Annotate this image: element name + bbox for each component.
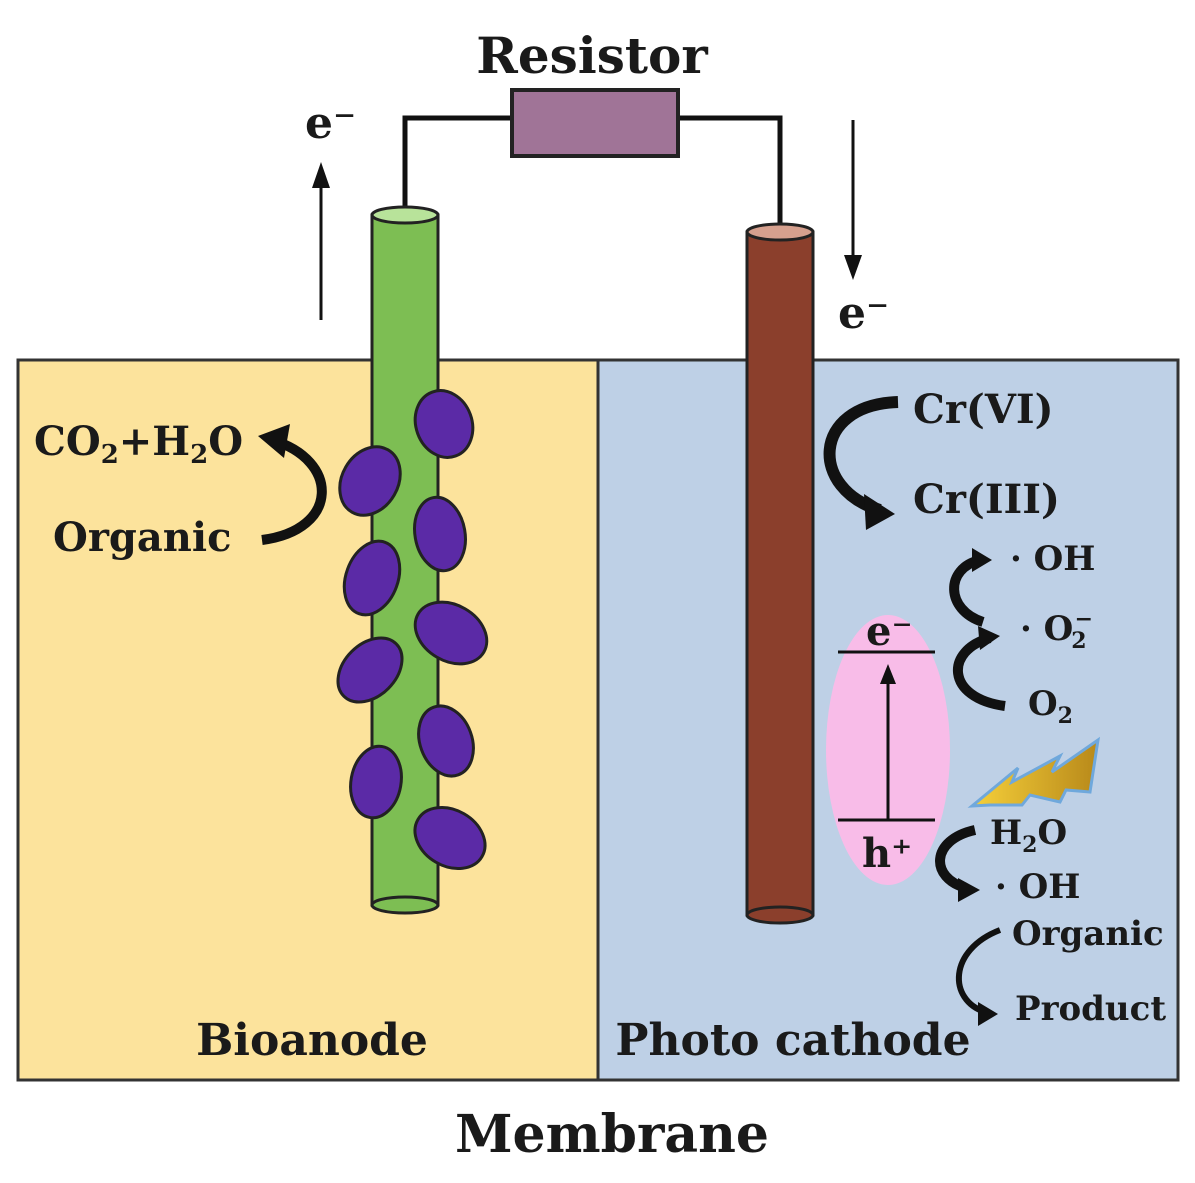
superoxide-to-hydroxyl-arrowhead	[972, 548, 992, 572]
resistor-label: Resistor	[476, 26, 708, 85]
membrane-label: Membrane	[455, 1104, 769, 1165]
anode-reaction-arrow	[261, 435, 327, 545]
bacterium	[342, 539, 402, 617]
anode-product-label: CO2+H2O	[34, 418, 243, 470]
circuit-wire-right	[678, 115, 783, 232]
electron-top-left-label: e⁻	[305, 98, 356, 149]
oxygen-to-superoxide-arrowhead	[978, 626, 1000, 650]
water-oxidation-arrowhead	[958, 878, 980, 902]
electron-down-arrowhead	[844, 255, 862, 280]
cathode-rod	[745, 230, 815, 917]
photo-cathode-label: Photo cathode	[615, 1015, 970, 1066]
anode-rod-top	[370, 205, 440, 225]
bacterium	[349, 744, 403, 820]
degradation-arrow	[955, 927, 1002, 1015]
anode-substrate-label: Organic	[53, 514, 231, 561]
bacterium	[338, 445, 402, 517]
chromium-reduction-arrowhead	[864, 494, 895, 530]
superoxide-to-hydroxyl-arrow	[949, 555, 985, 627]
water-label: H2O	[990, 813, 1067, 858]
bacterium	[413, 806, 487, 870]
chromium-from-label: Cr(VI)	[913, 386, 1054, 433]
cathode-rod-top	[745, 222, 815, 242]
degradation-from-label: Organic	[1012, 914, 1164, 954]
radical-oh-bottom-label: · OH	[995, 867, 1080, 907]
degradation-to-label: Product	[1015, 989, 1166, 1029]
chromium-to-label: Cr(III)	[913, 476, 1060, 523]
bacteria-cluster	[336, 389, 489, 870]
electron-top-right-label: e⁻	[838, 288, 889, 339]
cathode-rod-bottom	[745, 905, 815, 925]
bacterium	[417, 704, 475, 778]
anode-reaction-arrowhead	[258, 424, 290, 458]
anode-rod-bottom	[370, 895, 440, 915]
bacterium	[336, 636, 404, 704]
band-electron-label: e⁻	[866, 608, 913, 655]
lightning-icon	[967, 736, 1101, 808]
bacterium	[413, 389, 475, 459]
superoxide-label: · O2−	[1020, 606, 1093, 654]
resistor	[510, 88, 680, 158]
chromium-reduction-arrow	[823, 396, 899, 516]
band-hole-label: h⁺	[862, 830, 912, 877]
radical-oh-top-label: · OH	[1010, 539, 1095, 579]
bacterium	[413, 495, 467, 573]
electron-up-arrowhead	[312, 162, 330, 188]
excitation-arrowhead	[880, 664, 896, 684]
circuit-wire-left	[402, 115, 512, 215]
bacterium	[413, 600, 489, 666]
oxygen-to-superoxide-arrow	[952, 633, 1006, 711]
bioanode-label: Bioanode	[196, 1015, 428, 1066]
water-oxidation-arrow	[935, 825, 977, 893]
oxygen-label: O2	[1028, 684, 1073, 729]
degradation-arrowhead	[978, 1002, 998, 1026]
anode-chamber	[16, 358, 600, 1082]
